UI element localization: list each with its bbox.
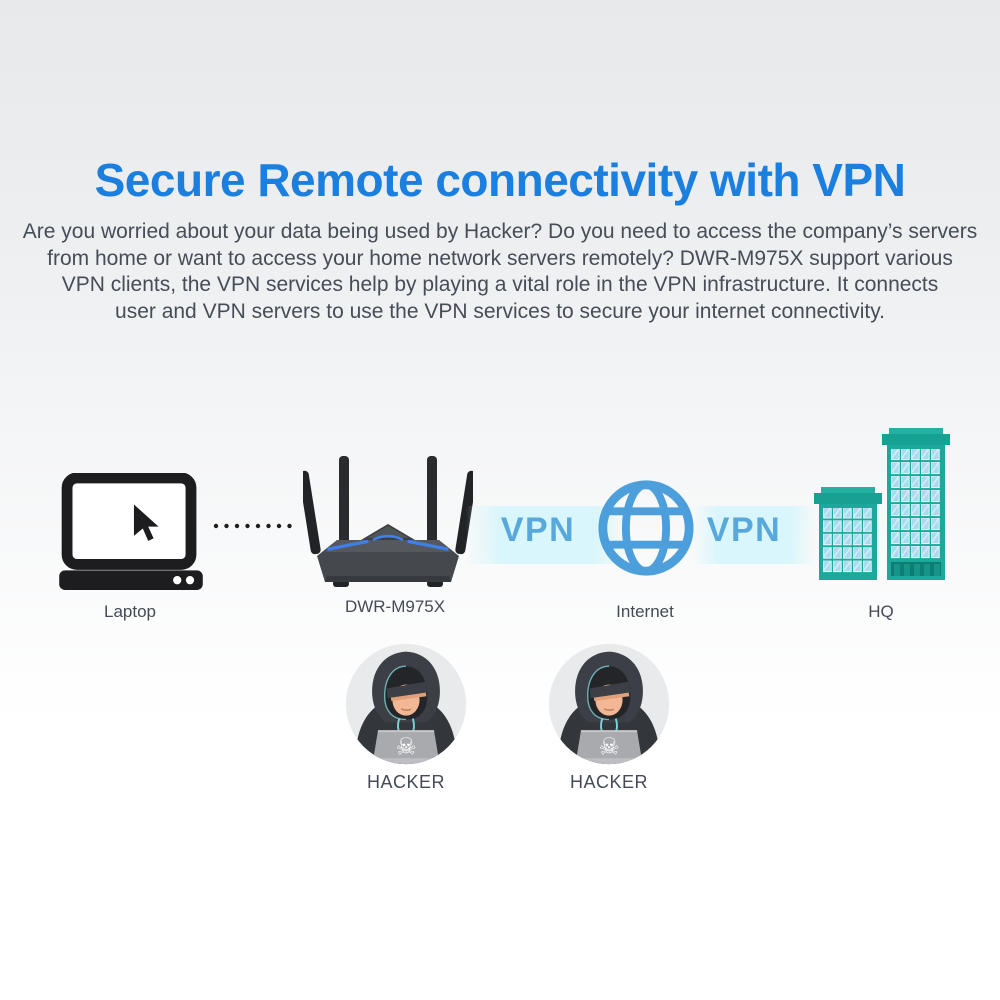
vpn-band-right — [692, 506, 816, 564]
internet-label: Internet — [616, 602, 674, 621]
cursor-icon — [133, 504, 159, 541]
vpn-label-left: VPN — [500, 511, 576, 549]
description-line: VPN clients, the VPN services help by pl… — [61, 273, 939, 296]
router-icon — [303, 456, 473, 587]
vpn-label-right: VPN — [706, 511, 782, 549]
page-title: Secure Remote connectivity with VPN — [94, 154, 906, 206]
hacker-laptop — [576, 731, 642, 761]
router-led-center — [372, 534, 404, 542]
laptop-icon — [59, 473, 203, 591]
description-line: Are you worried about your data being us… — [22, 220, 978, 243]
hq-buildings-icon — [814, 428, 950, 580]
globe-icon — [598, 480, 694, 576]
hacker-icon: ☠ — [548, 643, 670, 765]
hacker-laptop — [373, 731, 439, 761]
dotted-line — [213, 523, 303, 529]
router-led-left — [327, 539, 369, 551]
laptop-label: Laptop — [104, 602, 156, 621]
skull-icon: ☠ — [396, 733, 417, 759]
router-label: DWR-M975X — [344, 597, 446, 616]
hq-label: HQ — [868, 602, 894, 621]
description-line: from home or want to access your home ne… — [47, 246, 953, 270]
skull-icon: ☠ — [599, 733, 620, 759]
hacker-icon: ☠ — [345, 643, 467, 765]
hacker-label: HACKER — [569, 772, 648, 792]
description-line: user and VPN servers to use the VPN serv… — [115, 299, 885, 323]
hacker-label: HACKER — [366, 772, 445, 792]
router-led-right — [407, 539, 449, 551]
page-description: Are you worried about your data being us… — [0, 219, 1000, 325]
